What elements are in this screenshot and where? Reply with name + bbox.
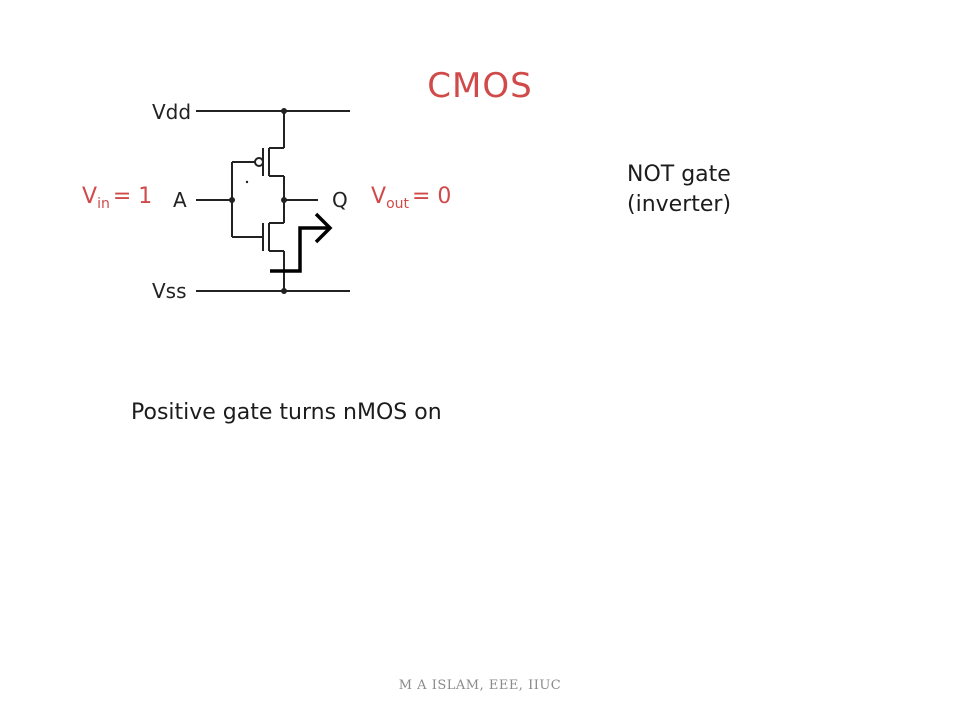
arrow-head <box>314 212 333 244</box>
vin-value: = 1 <box>112 184 153 209</box>
gate-description-line1: NOT gate <box>627 162 731 187</box>
vout-value: = 0 <box>412 184 452 209</box>
vout-subscript: out <box>386 196 409 212</box>
vin-symbol: V <box>82 184 98 209</box>
footer-credit: M A ISLAM, EEE, IIUC <box>398 678 562 693</box>
explanation-note: Positive gate turns nMOS on <box>131 400 442 425</box>
gate-dot <box>245 180 249 184</box>
current-path-arrow <box>270 226 330 273</box>
output-q-label: Q <box>332 188 348 212</box>
nmos-transistor <box>232 200 285 291</box>
vin-subscript: in <box>97 196 110 212</box>
vout-label: Vout= 0 <box>371 184 452 212</box>
vout-symbol: V <box>371 184 387 209</box>
vss-label: Vss <box>152 279 187 303</box>
vdd-label: Vdd <box>152 100 191 124</box>
input-a-label: A <box>173 188 187 212</box>
pmos-transistor <box>232 111 285 200</box>
vin-label: Vin= 1 <box>82 184 153 212</box>
gate-description-line2: (inverter) <box>627 192 732 217</box>
slide-title: CMOS <box>427 66 533 106</box>
gate-description: NOT gate (inverter) <box>627 160 731 220</box>
